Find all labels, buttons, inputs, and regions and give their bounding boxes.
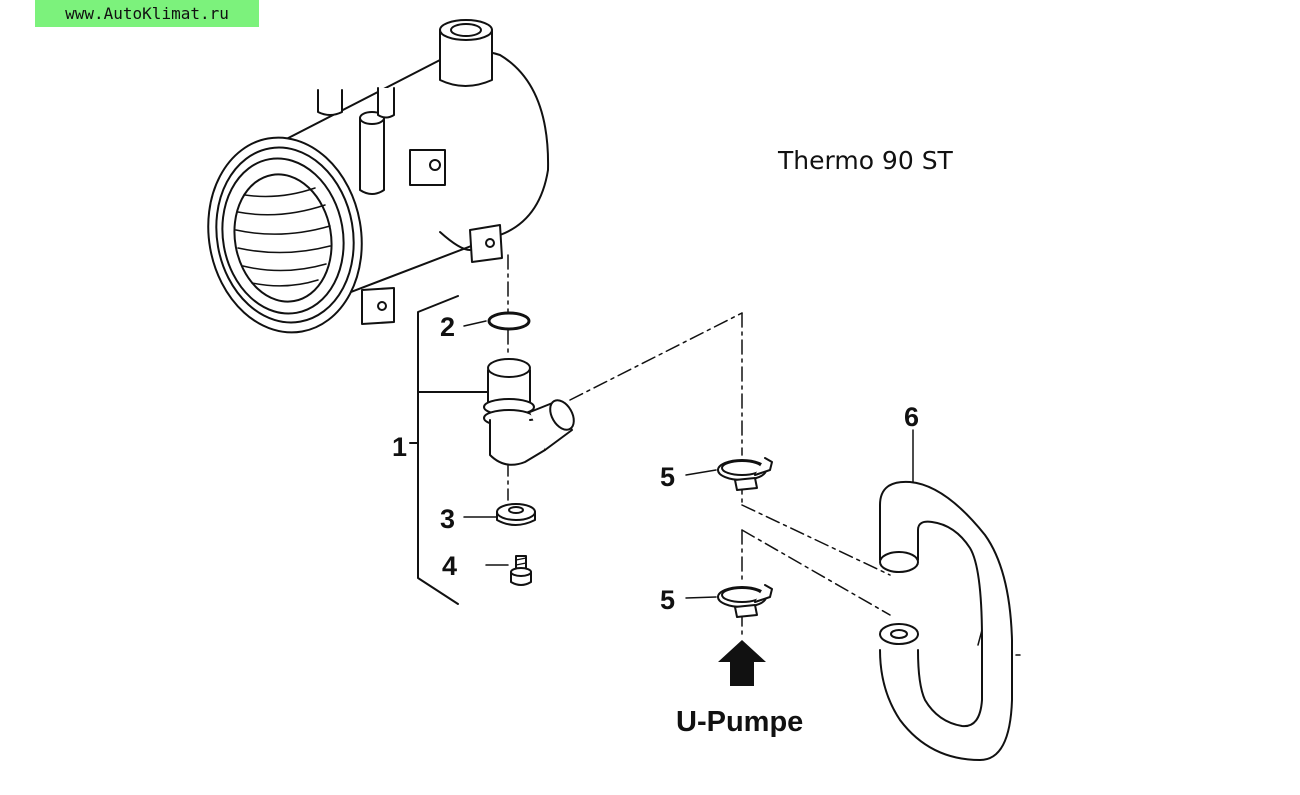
screw-part-4 — [510, 555, 532, 586]
elbow-pipe-part-1 — [483, 358, 575, 466]
u-hose-part-6 — [879, 480, 1021, 761]
callout-3: 3 — [440, 504, 456, 534]
callout-2: 2 — [440, 312, 456, 342]
model-title: Thermo 90 ST — [778, 146, 953, 175]
heat-exchanger-housing — [207, 19, 550, 334]
pump-label: U-Pumpe — [676, 706, 804, 738]
callout-1: 1 — [392, 432, 408, 462]
hose-clamp-part-5-lower — [717, 584, 773, 618]
group-1-bracket — [409, 295, 489, 605]
assembly-lines — [507, 254, 891, 639]
callout-5-lower: 5 — [660, 585, 676, 615]
o-ring-part-2 — [487, 311, 531, 331]
leader-lines — [463, 320, 914, 599]
grommet-part-3 — [496, 503, 536, 526]
callout-4: 4 — [442, 551, 458, 581]
watermark-banner: www.AutoKlimat.ru — [35, 0, 259, 27]
callout-5-upper: 5 — [660, 462, 676, 492]
callout-6: 6 — [904, 402, 920, 432]
arrow-up-icon — [718, 640, 766, 686]
hose-clamp-part-5-upper — [717, 457, 773, 491]
